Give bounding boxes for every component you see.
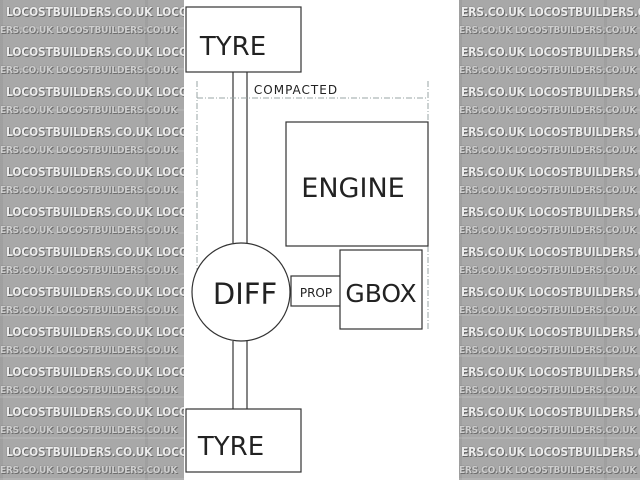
watermark-text: ERS.CO.UK LOCOSTBUILDERS.CO.UK bbox=[461, 85, 640, 99]
watermark-text: ERS.CO.UK LOCOSTBUILDERS.CO.UK bbox=[459, 305, 637, 316]
watermark-text: ERS.CO.UK LOCOSTBUILDERS.CO.UK bbox=[0, 145, 178, 156]
diff-label: DIFF bbox=[213, 277, 277, 311]
watermark-text: ERS.CO.UK LOCOSTBUILDERS.CO.UK bbox=[459, 225, 637, 236]
watermark-text: LOCOSTBUILDERS.CO.UK LOCOSTBUILDERS.CO.U… bbox=[6, 365, 184, 379]
watermark-text: ERS.CO.UK LOCOSTBUILDERS.CO.UK bbox=[459, 345, 637, 356]
watermark-text: LOCOSTBUILDERS.CO.UK LOCOSTBUILDERS.CO.U… bbox=[6, 205, 184, 219]
watermark-panel-right: ERS.CO.UK LOCOSTBUILDERS.CO.UK ERS.CO.UK … bbox=[459, 0, 640, 480]
compacted-label-bg bbox=[256, 82, 336, 97]
prop-box bbox=[290, 275, 342, 307]
watermark-text: LOCOSTBUILDERS.CO.UK LOCOSTBUILDERS.CO.U… bbox=[6, 285, 184, 299]
watermark-text: ERS.CO.UK LOCOSTBUILDERS.CO.UK bbox=[459, 265, 637, 276]
watermark-text: ERS.CO.UK LOCOSTBUILDERS.CO.UK bbox=[461, 405, 640, 419]
watermark-text: LOCOSTBUILDERS.CO.UK LOCOSTBUILDERS.CO.U… bbox=[6, 245, 184, 259]
watermark-text: ERS.CO.UK LOCOSTBUILDERS.CO.UK bbox=[459, 465, 637, 476]
tyre-bottom-box bbox=[185, 408, 302, 473]
watermark-text: ERS.CO.UK LOCOSTBUILDERS.CO.UK bbox=[0, 465, 178, 476]
watermark-text: ERS.CO.UK LOCOSTBUILDERS.CO.UK bbox=[459, 185, 637, 196]
watermark-text: LOCOSTBUILDERS.CO.UK LOCOSTBUILDERS.CO.U… bbox=[6, 165, 184, 179]
watermark-text: LOCOSTBUILDERS.CO.UK LOCOSTBUILDERS.CO.U… bbox=[6, 325, 184, 339]
watermark-text: ERS.CO.UK LOCOSTBUILDERS.CO.UK bbox=[0, 25, 178, 36]
watermark-text: ERS.CO.UK LOCOSTBUILDERS.CO.UK bbox=[0, 305, 178, 316]
watermark-text: ERS.CO.UK LOCOSTBUILDERS.CO.UK bbox=[459, 105, 637, 116]
watermark-text: LOCOSTBUILDERS.CO.UK LOCOSTBUILDERS.CO.U… bbox=[6, 45, 184, 59]
watermark-text: ERS.CO.UK LOCOSTBUILDERS.CO.UK bbox=[0, 225, 178, 236]
compacted-label: COMPACTED bbox=[254, 83, 338, 97]
prop-label: PROP bbox=[300, 286, 332, 300]
tyre-bottom-label: TYRE bbox=[197, 432, 264, 462]
watermark-text: ERS.CO.UK LOCOSTBUILDERS.CO.UK bbox=[461, 365, 640, 379]
watermark-text: LOCOSTBUILDERS.CO.UK LOCOSTBUILDERS.CO.U… bbox=[6, 5, 184, 19]
watermark-text: ERS.CO.UK LOCOSTBUILDERS.CO.UK bbox=[461, 325, 640, 339]
diagram-canvas: COMPACTED TYRE ENGINE PROP GBOX DIFF TYR… bbox=[184, 0, 459, 480]
engine-box bbox=[285, 121, 429, 247]
diff-circle bbox=[191, 242, 291, 342]
watermark-text: ERS.CO.UK LOCOSTBUILDERS.CO.UK bbox=[461, 245, 640, 259]
watermark-text: ERS.CO.UK LOCOSTBUILDERS.CO.UK bbox=[459, 145, 637, 156]
watermark-text: ERS.CO.UK LOCOSTBUILDERS.CO.UK bbox=[461, 285, 640, 299]
drivetrain-diagram: COMPACTED TYRE ENGINE PROP GBOX DIFF TYR… bbox=[185, 6, 429, 473]
watermark-text: ERS.CO.UK LOCOSTBUILDERS.CO.UK bbox=[0, 345, 178, 356]
watermark-text: LOCOSTBUILDERS.CO.UK LOCOSTBUILDERS.CO.U… bbox=[6, 405, 184, 419]
watermark-panel-left: LOCOSTBUILDERS.CO.UK LOCOSTBUILDERS.CO.U… bbox=[0, 0, 184, 480]
watermark-text: ERS.CO.UK LOCOSTBUILDERS.CO.UK bbox=[0, 425, 178, 436]
tyre-top-box bbox=[185, 6, 302, 73]
watermark-text: LOCOSTBUILDERS.CO.UK LOCOSTBUILDERS.CO.U… bbox=[6, 445, 184, 459]
engine-label: ENGINE bbox=[301, 173, 404, 204]
watermark-text: ERS.CO.UK LOCOSTBUILDERS.CO.UK bbox=[461, 165, 640, 179]
tyre-top-label: TYRE bbox=[199, 32, 266, 62]
watermark-text: ERS.CO.UK LOCOSTBUILDERS.CO.UK bbox=[0, 385, 178, 396]
gbox-box bbox=[339, 249, 423, 330]
watermark-text: ERS.CO.UK LOCOSTBUILDERS.CO.UK bbox=[461, 125, 640, 139]
watermark-text: ERS.CO.UK LOCOSTBUILDERS.CO.UK bbox=[459, 25, 637, 36]
gbox-label: GBOX bbox=[345, 279, 416, 308]
watermark-text: ERS.CO.UK LOCOSTBUILDERS.CO.UK bbox=[0, 65, 178, 76]
watermark-text: ERS.CO.UK LOCOSTBUILDERS.CO.UK bbox=[461, 45, 640, 59]
watermark-text: ERS.CO.UK LOCOSTBUILDERS.CO.UK bbox=[461, 5, 640, 19]
watermark-text: ERS.CO.UK LOCOSTBUILDERS.CO.UK bbox=[0, 265, 178, 276]
watermark-text: ERS.CO.UK LOCOSTBUILDERS.CO.UK bbox=[461, 205, 640, 219]
watermark-text: LOCOSTBUILDERS.CO.UK LOCOSTBUILDERS.CO.U… bbox=[6, 85, 184, 99]
watermark-text: ERS.CO.UK LOCOSTBUILDERS.CO.UK bbox=[461, 445, 640, 459]
watermark-text: ERS.CO.UK LOCOSTBUILDERS.CO.UK bbox=[459, 65, 637, 76]
watermark-text: ERS.CO.UK LOCOSTBUILDERS.CO.UK bbox=[0, 185, 178, 196]
watermark-text: ERS.CO.UK LOCOSTBUILDERS.CO.UK bbox=[459, 385, 637, 396]
watermark-text: LOCOSTBUILDERS.CO.UK LOCOSTBUILDERS.CO.U… bbox=[6, 125, 184, 139]
watermark-text: ERS.CO.UK LOCOSTBUILDERS.CO.UK bbox=[459, 425, 637, 436]
watermark-text: ERS.CO.UK LOCOSTBUILDERS.CO.UK bbox=[0, 105, 178, 116]
